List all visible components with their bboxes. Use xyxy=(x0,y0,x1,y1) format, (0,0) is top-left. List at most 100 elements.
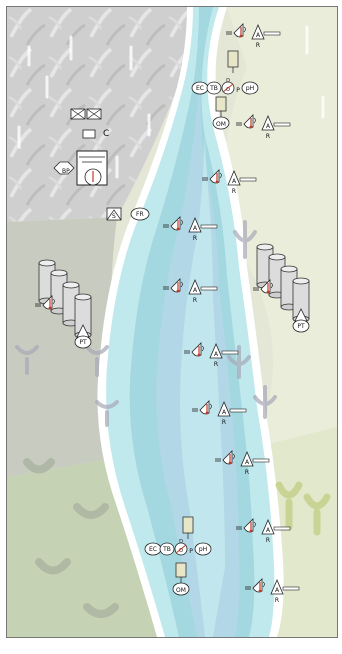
alkalinity-label: A xyxy=(222,409,227,416)
bushes xyxy=(15,25,331,618)
ec-label: EC xyxy=(149,546,157,553)
sediment-markers xyxy=(106,207,150,221)
station-7: AR xyxy=(192,400,247,426)
s-label: S xyxy=(112,213,116,220)
range-label: R xyxy=(256,42,260,49)
thermometer-drop-icon xyxy=(184,342,204,357)
range-label: R xyxy=(222,419,226,426)
alkalinity-range-gauge: AR xyxy=(209,342,239,368)
range-label: R xyxy=(266,133,270,140)
alkalinity-range-gauge: AR xyxy=(270,578,300,604)
alkalinity-range-gauge: AR xyxy=(251,23,281,49)
range-label: R xyxy=(214,361,218,368)
thermometer-drop-icon xyxy=(192,400,212,415)
alkalinity-label: A xyxy=(193,225,198,232)
s-marker xyxy=(106,207,122,221)
om-sensor-bottom: OM xyxy=(172,562,190,596)
factory-icon xyxy=(53,108,108,186)
station-1: AR xyxy=(226,23,281,49)
range-label: R xyxy=(275,597,279,604)
ec-label: EC xyxy=(196,85,204,92)
om-label: OM xyxy=(176,587,186,594)
alkalinity-range-gauge: AR xyxy=(261,114,291,140)
alkalinity-label: A xyxy=(266,123,271,130)
alkalinity-label: A xyxy=(214,351,219,358)
station-4: AR xyxy=(163,216,218,242)
station-10: AR xyxy=(245,578,300,604)
pt-label: PT xyxy=(297,323,305,330)
range-label: R xyxy=(193,297,197,304)
thermometer-drop-icon xyxy=(236,114,256,129)
bp-label: BP xyxy=(62,168,70,175)
om-label: OM xyxy=(216,121,226,128)
ph-probe-icon xyxy=(194,542,212,556)
station-8: AR xyxy=(215,450,270,476)
thermometer-drop-icon xyxy=(163,278,183,293)
p-label: P xyxy=(236,87,240,94)
thermometer-drop-icon xyxy=(163,216,183,231)
alkalinity-range-gauge: AR xyxy=(217,400,247,426)
thermometer-drop-icon xyxy=(236,518,256,533)
pt-label: PT xyxy=(79,339,87,346)
alkalinity-range-gauge: AR xyxy=(188,278,218,304)
river xyxy=(97,7,284,637)
do-d-label: D xyxy=(179,539,183,545)
thermometer-drop-icon xyxy=(245,578,265,593)
alkalinity-range-gauge: AR xyxy=(188,216,218,242)
station-6: AR xyxy=(184,342,239,368)
c-label: C xyxy=(103,129,109,139)
thermometer-drop-icon xyxy=(253,279,273,294)
alkalinity-label: A xyxy=(245,459,250,466)
ph-label: pH xyxy=(246,85,254,92)
tb-probe-icon xyxy=(206,81,222,95)
tank-cluster-right: PT xyxy=(253,243,310,333)
pt-probe-icon xyxy=(74,335,92,349)
camera-icon xyxy=(82,129,96,139)
do-d-label: D xyxy=(226,78,230,84)
om-probe-icon xyxy=(172,582,190,596)
station-9: AR xyxy=(236,518,291,544)
tank-cluster-left: PT xyxy=(35,259,92,349)
sampler-bottom xyxy=(182,516,194,539)
range-label: R xyxy=(266,537,270,544)
alkalinity-range-gauge: AR xyxy=(261,518,291,544)
alkalinity-label: A xyxy=(275,587,280,594)
ph-probe-icon xyxy=(241,81,259,95)
label-layer: BP FR S C xyxy=(62,129,144,220)
do-o-label: O xyxy=(179,548,183,554)
ph-label: pH xyxy=(199,546,207,553)
alkalinity-range-gauge: AR xyxy=(227,169,257,195)
do-o-label: O xyxy=(226,87,230,93)
station-5: AR xyxy=(163,278,218,304)
thermometer-drop-icon xyxy=(35,295,55,310)
om-sensor-top: OM xyxy=(212,96,230,130)
pt-probe-icon xyxy=(292,319,310,333)
station-2: AR xyxy=(236,114,291,140)
om-probe-icon xyxy=(212,116,230,130)
range-label: R xyxy=(245,469,249,476)
fr-label: FR xyxy=(136,211,144,218)
tb-label: TB xyxy=(209,85,218,92)
alkalinity-label: A xyxy=(256,32,261,39)
alkalinity-label: A xyxy=(232,178,237,185)
thermometer-drop-icon xyxy=(202,169,222,184)
range-label: R xyxy=(232,188,236,195)
p-label: P xyxy=(189,548,193,555)
tb-probe-icon xyxy=(159,542,175,556)
tb-label: TB xyxy=(162,546,171,553)
alkalinity-range-gauge: AR xyxy=(240,450,270,476)
alkalinity-label: A xyxy=(193,287,198,294)
thermometer-drop-icon xyxy=(215,450,235,465)
alkalinity-label: A xyxy=(266,527,271,534)
bp-marker xyxy=(53,161,75,175)
range-label: R xyxy=(193,235,197,242)
fr-marker xyxy=(130,207,150,221)
sampler-top xyxy=(227,50,239,73)
thermometer-drop-icon xyxy=(226,23,246,38)
station-3: AR xyxy=(202,169,257,195)
